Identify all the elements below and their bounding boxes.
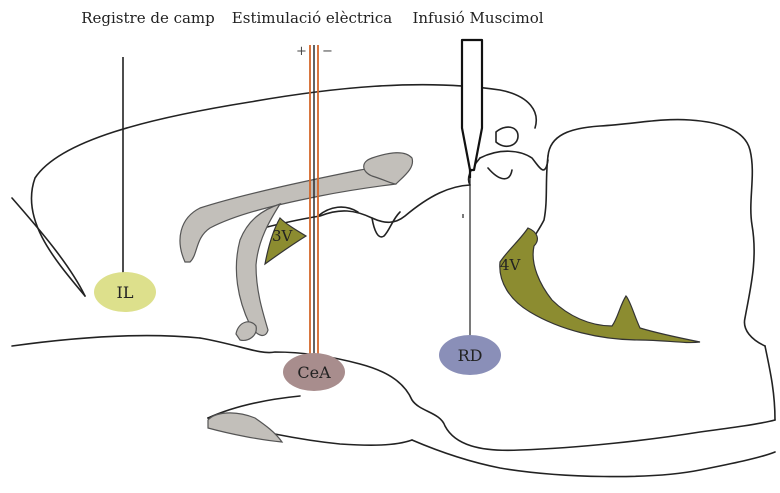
recording-label: Registre de camp <box>81 9 215 27</box>
cea-region-label: CeA <box>297 363 331 382</box>
fourth-ventricle-label: 4V <box>500 256 522 274</box>
il-region-label: IL <box>117 283 134 302</box>
electrode-plus-sign: + <box>296 44 307 59</box>
electrode-minus-sign: − <box>322 44 333 59</box>
infusion-label: Infusió Muscimol <box>412 9 543 27</box>
rd-region-label: RD <box>458 346 483 365</box>
fourth-ventricle <box>500 228 700 343</box>
third-ventricle-label: 3V <box>272 227 294 245</box>
infusion-cannula <box>462 40 482 340</box>
stimulation-label: Estimulació elèctrica <box>232 9 392 27</box>
grey-structures <box>180 153 413 442</box>
